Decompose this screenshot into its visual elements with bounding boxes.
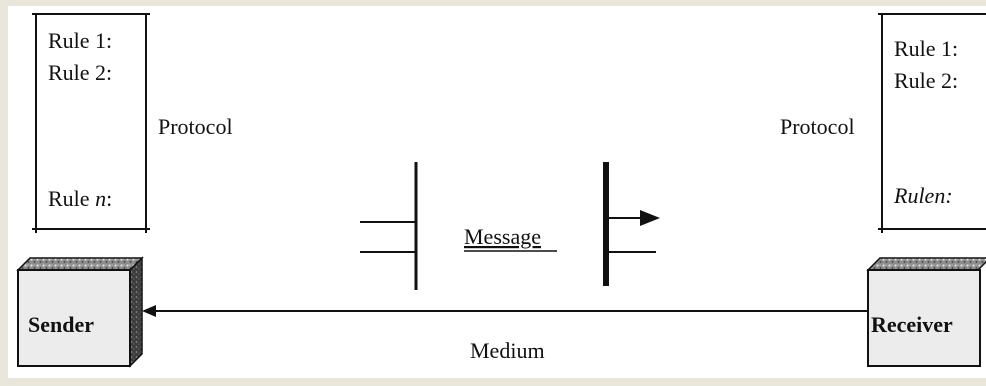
message-arrow-icon — [640, 210, 660, 226]
sender-protocol-label: Protocol — [158, 114, 233, 139]
receiver-rule-2: Rule 2: — [894, 68, 958, 93]
sender-rule-n: Rule n: — [48, 186, 112, 211]
sender-rules-box: Rule 1: Rule 2: Rule n: — [32, 13, 150, 233]
sender-rule-2: Rule 2: — [48, 60, 112, 85]
medium-line — [142, 305, 868, 317]
diagram-panel — [8, 6, 986, 378]
receiver-box-label: Receiver — [871, 312, 953, 337]
receiver-rule-1: Rule 1: — [894, 36, 958, 61]
sender-box-label: Sender — [28, 312, 94, 337]
medium-label: Medium — [470, 338, 545, 363]
sender-rule-1: Rule 1: — [48, 28, 112, 53]
message-send-bracket — [360, 162, 418, 290]
receiver-rule-n: Rulen: — [893, 183, 953, 208]
message-label: Message — [464, 224, 541, 249]
medium-arrow-left-icon — [142, 305, 156, 317]
receiver-rules-box: Rule 1: Rule 2: Rulen: — [878, 13, 986, 233]
message-receive-bracket — [603, 162, 660, 286]
receiver-protocol-label: Protocol — [780, 114, 855, 139]
receiver-box: Receiver — [866, 257, 986, 367]
sender-box: Sender — [16, 256, 144, 368]
